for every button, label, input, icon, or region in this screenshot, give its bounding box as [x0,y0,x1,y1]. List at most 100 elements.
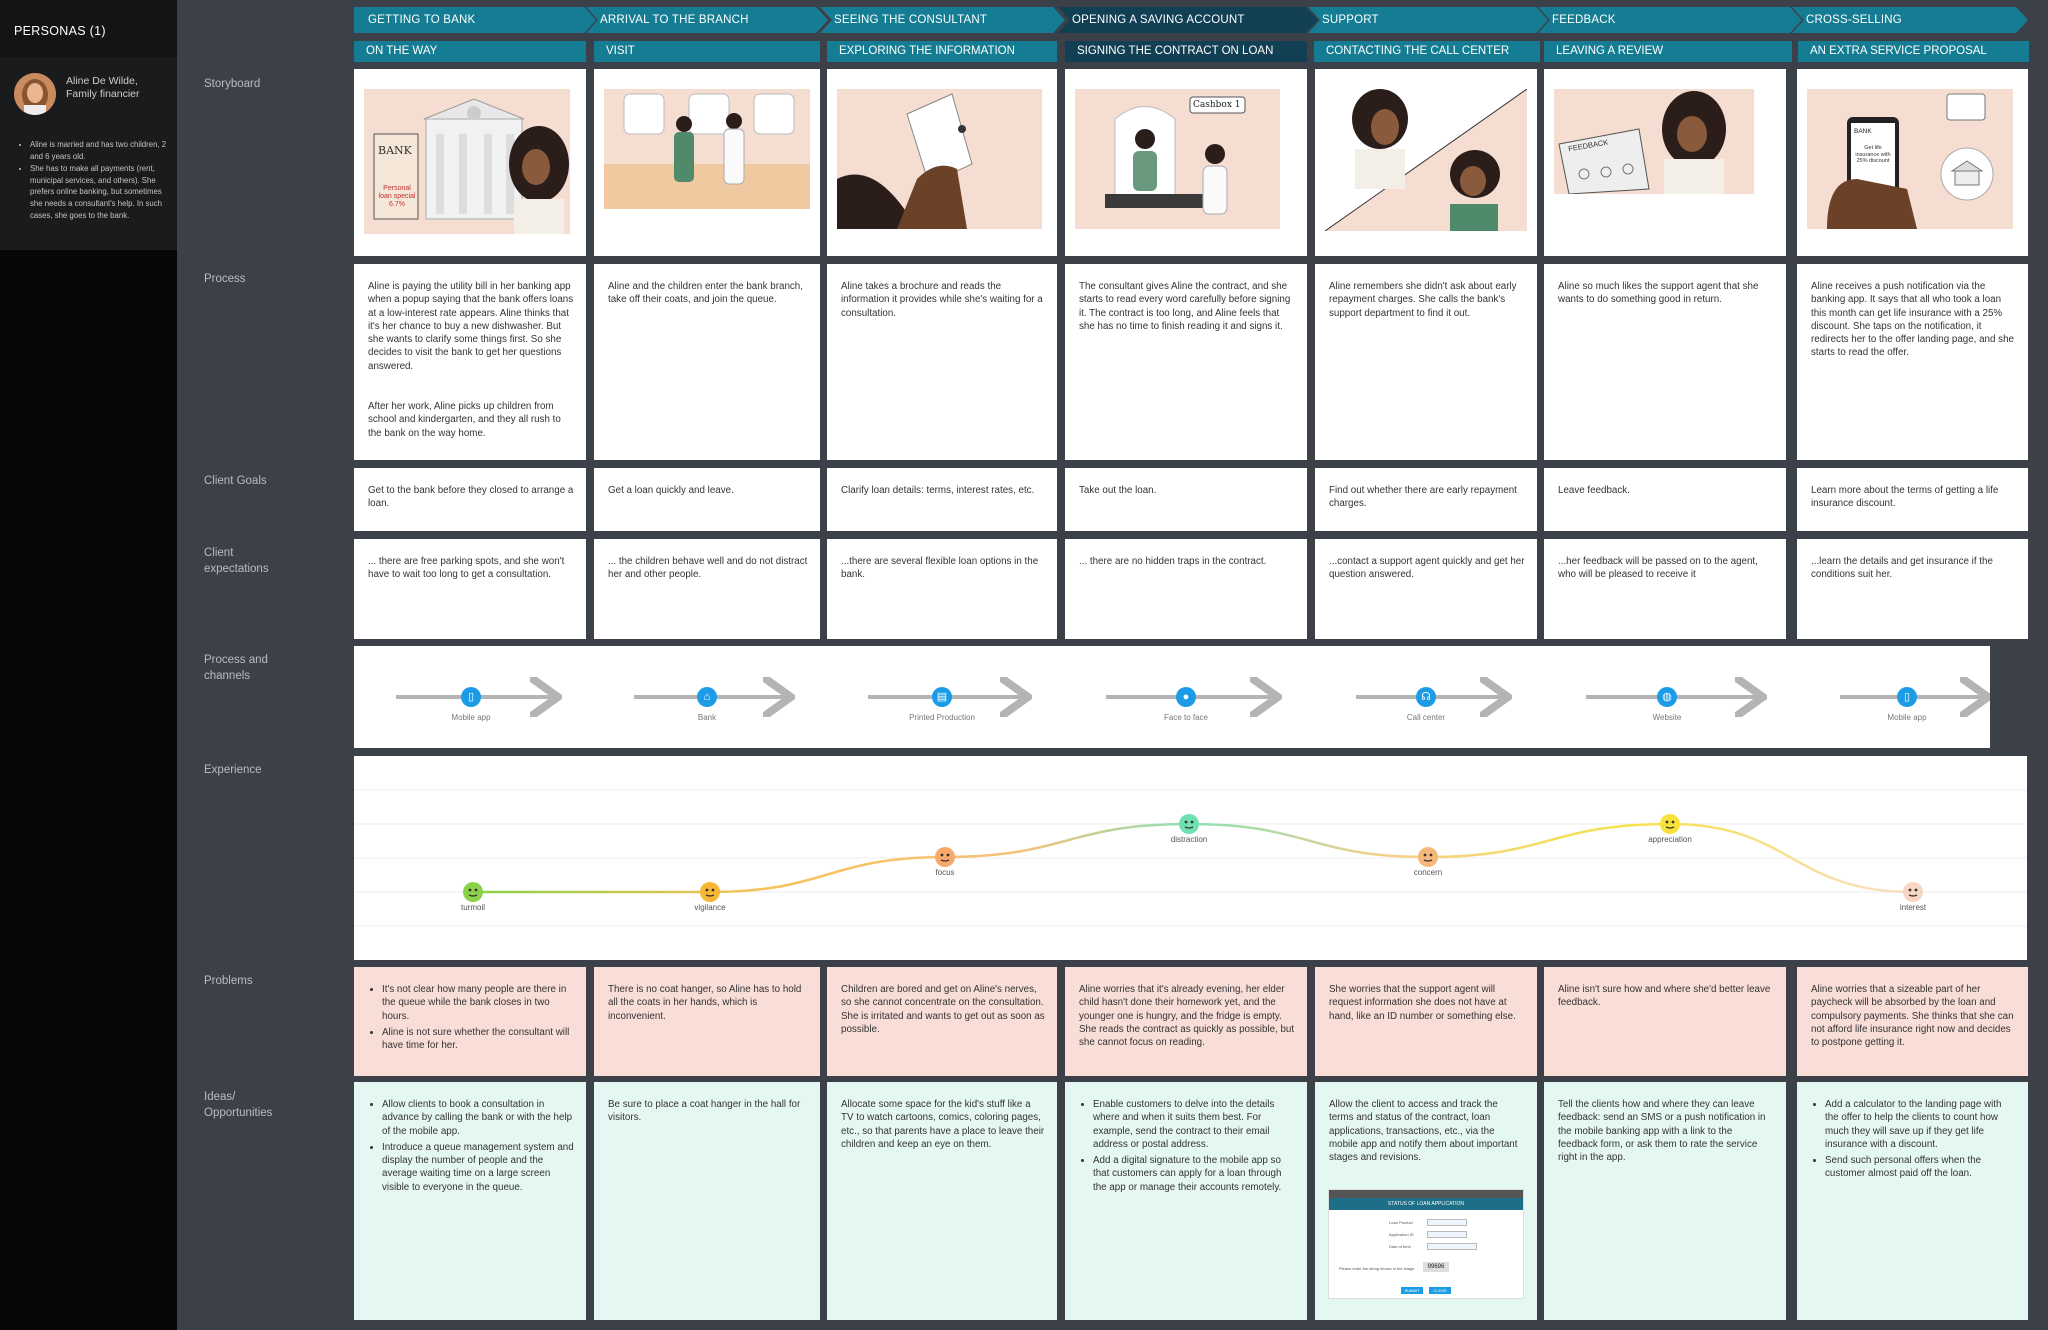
expectation-cell[interactable]: ...there are several flexible loan optio… [827,539,1057,639]
emotion-label: distraction [1170,835,1208,844]
goal-cell[interactable]: Find out whether there are early repayme… [1315,468,1537,531]
application-id-input[interactable] [1427,1231,1467,1238]
idea-bullet: Enable customers to delve into the detai… [1093,1098,1295,1151]
storyboard-cell[interactable] [594,69,820,256]
storyboard-cell[interactable] [1315,69,1537,256]
process-text: After her work, Aline picks up children … [368,401,561,439]
person-icon[interactable]: ● [1176,687,1196,707]
personas-header[interactable]: PERSONAS (1) [0,0,177,57]
idea-bullet: Add a calculator to the landing page wit… [1825,1098,2016,1151]
emotion-face-icon[interactable] [935,847,955,867]
stage-opening-account[interactable]: OPENING A SAVING ACCOUNT [1058,7,1318,33]
expectation-cell[interactable]: ... there are no hidden traps in the con… [1065,539,1307,639]
goal-cell[interactable]: Get to the bank before they closed to ar… [354,468,586,531]
emotion-face-icon[interactable] [1660,814,1680,834]
printer-icon[interactable]: ▤ [932,687,952,707]
idea-cell[interactable]: Enable customers to delve into the detai… [1065,1082,1307,1320]
emotion-face-icon[interactable] [700,882,720,902]
idea-bullet: Add a digital signature to the mobile ap… [1093,1154,1295,1194]
goal-cell[interactable]: Clarify loan details: terms, interest ra… [827,468,1057,531]
problem-cell[interactable]: Aline isn't sure how and where she'd bet… [1544,967,1786,1076]
idea-cell[interactable]: Be sure to place a coat hanger in the ha… [594,1082,820,1320]
problem-cell[interactable]: Aline worries that it's already evening,… [1065,967,1307,1076]
stage-feedback[interactable]: FEEDBACK [1538,7,1802,33]
storyboard-cell[interactable]: BANK Personal loan special 6.7% [354,69,586,256]
substage-exploring[interactable]: EXPLORING THE INFORMATION [827,41,1057,62]
expectation-cell[interactable]: ...contact a support agent quickly and g… [1315,539,1537,639]
problem-cell[interactable]: There is no coat hanger, so Aline has to… [594,967,820,1076]
persona-avatar [14,73,56,115]
row-label-client-expectations: Client expectations [204,547,269,575]
channels-row[interactable]: ▯ Mobile app ⌂ Bank ▤ Printed Production… [354,646,1990,748]
loan-product-select[interactable] [1427,1219,1467,1226]
form-label: Application ID [1389,1232,1414,1237]
emotion-face-icon[interactable] [1903,882,1923,902]
substage-on-the-way[interactable]: ON THE WAY [354,41,586,62]
storyboard-image-bank: BANK Personal loan special 6.7% [364,89,570,234]
stage-support[interactable]: SUPPORT [1308,7,1548,33]
storyboard-image-branch [604,89,810,209]
substage-extra-service[interactable]: AN EXTRA SERVICE PROPOSAL [1798,41,2029,62]
process-cell[interactable]: Aline and the children enter the bank br… [594,264,820,460]
date-input[interactable] [1427,1243,1477,1250]
bank-offer-text: Personal loan special 6.7% [378,185,416,208]
channel-label: Face to face [1163,713,1209,722]
headset-icon[interactable]: ☊ [1416,687,1436,707]
expectation-cell[interactable]: ... the children behave well and do not … [594,539,820,639]
process-cell[interactable]: Aline receives a push notification via t… [1797,264,2028,460]
expectation-cell[interactable]: ...her feedback will be passed on to the… [1544,539,1786,639]
process-text: Aline receives a push notification via t… [1811,281,2014,359]
problem-cell[interactable]: Aline worries that a sizeable part of he… [1797,967,2028,1076]
storyboard-cell[interactable] [827,69,1057,256]
process-text: Aline so much likes the support agent th… [1558,281,1759,306]
idea-cell[interactable]: Allow clients to book a consultation in … [354,1082,586,1320]
goal-cell[interactable]: Learn more about the terms of getting a … [1797,468,2028,531]
storyboard-cell[interactable]: BANK Get life insurance with 25% discoun… [1797,69,2028,256]
goal-cell[interactable]: Get a loan quickly and leave. [594,468,820,531]
submit-button[interactable]: SUBMIT [1401,1287,1423,1294]
substage-call-center[interactable]: CONTACTING THE CALL CENTER [1314,41,1540,62]
bank-icon[interactable]: ⌂ [697,687,717,707]
channel-arrows [396,646,1990,748]
problem-bullet: Aline is not sure whether the consultant… [382,1026,574,1053]
problem-cell[interactable]: She worries that the support agent will … [1315,967,1537,1076]
idea-cell[interactable]: Allocate some space for the kid's stuff … [827,1082,1057,1320]
expectation-cell[interactable]: ... there are free parking spots, and sh… [354,539,586,639]
problem-bullet: It's not clear how many people are there… [382,983,574,1023]
process-cell[interactable]: Aline remembers she didn't ask about ear… [1315,264,1537,460]
process-cell[interactable]: Aline so much likes the support agent th… [1544,264,1786,460]
emotion-face-icon[interactable] [1418,847,1438,867]
substage-review[interactable]: LEAVING A REVIEW [1544,41,1792,62]
stage-getting-to-bank[interactable]: GETTING TO BANK [354,7,596,33]
clear-button[interactable]: CLEAR [1429,1287,1451,1294]
storyboard-cell[interactable]: Cashbox 1 [1065,69,1307,256]
persona-name: Aline De Wilde, Family financier [66,75,140,100]
process-cell[interactable]: The consultant gives Aline the contract,… [1065,264,1307,460]
problem-cell[interactable]: It's not clear how many people are there… [354,967,586,1076]
channel-label: Printed Production [909,713,975,722]
mobile-icon[interactable]: ▯ [461,687,481,707]
storyboard-cell[interactable]: FEEDBACK [1544,69,1786,256]
process-cell[interactable]: Aline is paying the utility bill in her … [354,264,586,460]
persona-card[interactable]: Aline De Wilde, Family financier Aline i… [0,57,177,250]
idea-cell[interactable]: Add a calculator to the landing page wit… [1797,1082,2028,1320]
globe-icon[interactable]: ◍ [1657,687,1677,707]
storyboard-image-call-center [1325,89,1527,231]
goal-cell[interactable]: Take out the loan. [1065,468,1307,531]
row-label-experience: Experience [204,764,262,776]
channel-label: Mobile app [1887,713,1927,722]
emotion-face-icon[interactable] [463,882,483,902]
stage-arrival[interactable]: ARRIVAL TO THE BRANCH [586,7,828,33]
idea-cell[interactable]: Tell the clients how and where they can … [1544,1082,1786,1320]
stage-cross-selling[interactable]: CROSS-SELLING [1792,7,2028,33]
goal-cell[interactable]: Leave feedback. [1544,468,1786,531]
emotion-face-icon[interactable] [1179,814,1199,834]
expectation-cell[interactable]: ...learn the details and get insurance i… [1797,539,2028,639]
substage-visit[interactable]: VISIT [594,41,820,62]
substage-signing[interactable]: SIGNING THE CONTRACT ON LOAN [1065,41,1307,62]
process-cell[interactable]: Aline takes a brochure and reads the inf… [827,264,1057,460]
stage-seeing-consultant[interactable]: SEEING THE CONSULTANT [820,7,1065,33]
mobile-icon[interactable]: ▯ [1897,687,1917,707]
problem-cell[interactable]: Children are bored and get on Aline's ne… [827,967,1057,1076]
